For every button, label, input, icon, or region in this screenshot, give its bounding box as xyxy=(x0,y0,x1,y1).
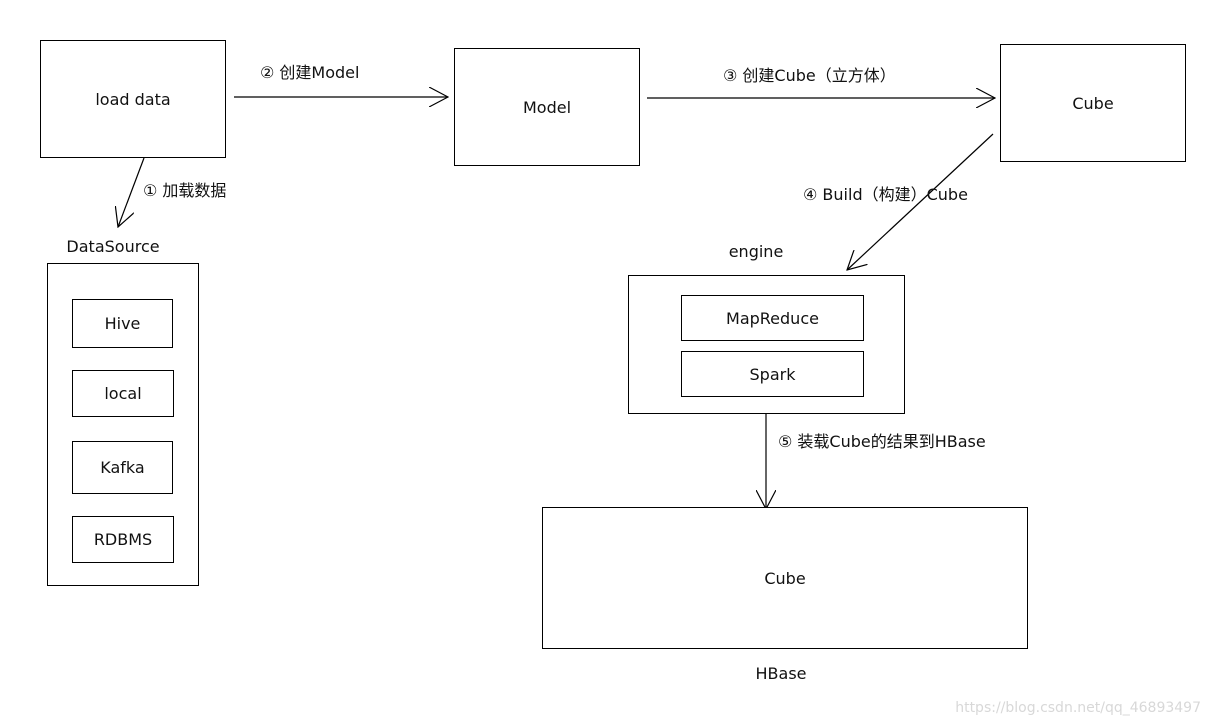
datasource-item-label: local xyxy=(104,384,142,403)
step4-label: ④ Build（构建）Cube xyxy=(803,185,968,204)
hbase-label: HBase xyxy=(755,664,807,683)
step3-label: ③ 创建Cube（立方体） xyxy=(723,66,896,85)
step1-label: ① 加载数据 xyxy=(143,181,227,200)
engine-item-mapreduce: MapReduce xyxy=(681,295,864,341)
cube-bottom-box: Cube xyxy=(542,507,1028,649)
datasource-item-local: local xyxy=(72,370,174,417)
datasource-title: DataSource xyxy=(66,237,160,256)
datasource-item-label: RDBMS xyxy=(93,530,153,549)
datasource-item-rdbms: RDBMS xyxy=(72,516,174,563)
arrow-load-data-to-datasource xyxy=(118,157,145,227)
cube-bottom-label: Cube xyxy=(764,568,806,588)
engine-item-label: Spark xyxy=(749,364,796,384)
watermark-url: https://blog.csdn.net/qq_46893497 xyxy=(955,700,1201,716)
datasource-item-label: Hive xyxy=(104,314,141,333)
load-data-box: load data xyxy=(40,40,226,158)
datasource-item-hive: Hive xyxy=(72,299,173,348)
engine-item-label: MapReduce xyxy=(726,308,819,328)
load-data-label: load data xyxy=(95,89,171,109)
engine-title: engine xyxy=(728,242,784,261)
cube-top-label: Cube xyxy=(1072,93,1114,113)
cube-top-box: Cube xyxy=(1000,44,1186,162)
step2-label: ② 创建Model xyxy=(260,63,360,82)
step5-label: ⑤ 装载Cube的结果到HBase xyxy=(778,432,986,451)
model-label: Model xyxy=(522,97,572,117)
datasource-item-label: Kafka xyxy=(100,458,145,477)
engine-item-spark: Spark xyxy=(681,351,864,397)
model-box: Model xyxy=(454,48,640,166)
datasource-item-kafka: Kafka xyxy=(72,441,173,494)
